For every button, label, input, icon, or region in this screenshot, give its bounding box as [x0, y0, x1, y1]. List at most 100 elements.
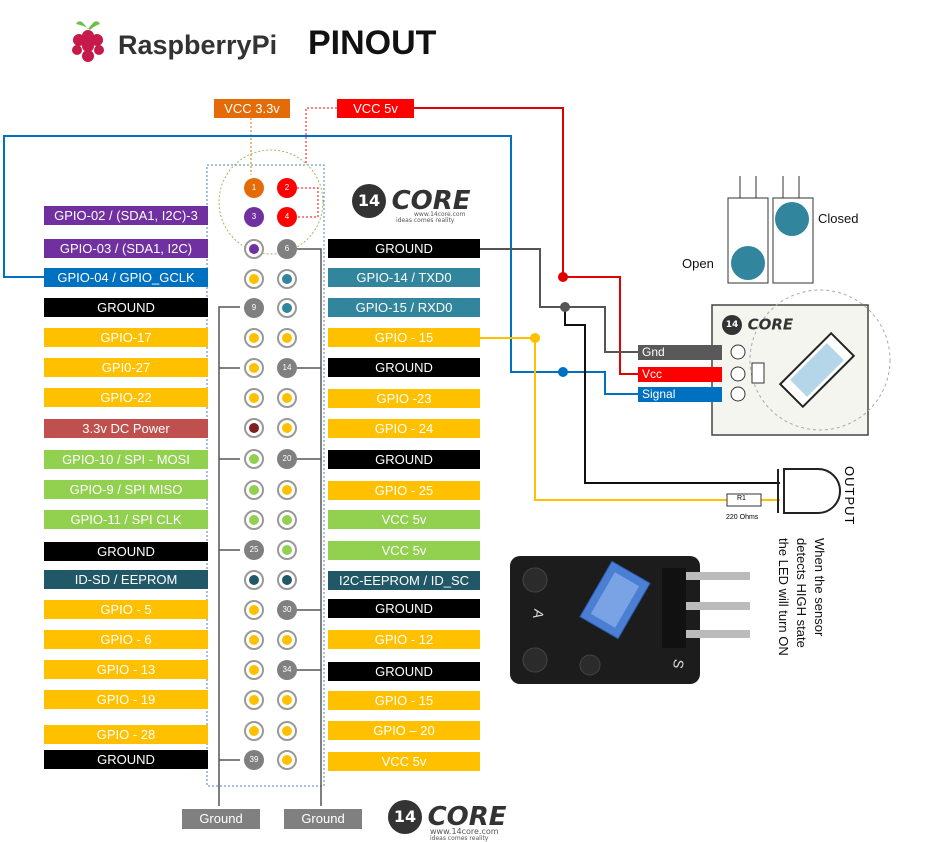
pin-dot: [249, 393, 259, 403]
left-header-pin: [244, 570, 264, 590]
pin-9: 9: [244, 298, 264, 318]
note-line-2: detects HIGH state: [794, 538, 809, 648]
pin-dot: [282, 575, 292, 585]
left-header-pin: [244, 721, 264, 741]
left-pin-label: GPIO - 28: [44, 725, 208, 744]
right-header-pin: [277, 721, 297, 741]
pin-dot: [249, 635, 259, 645]
pin-dot: [282, 545, 292, 555]
logo-core: CORE: [427, 802, 507, 832]
left-pin-label: GPIO-22: [44, 388, 208, 407]
pin-39: 39: [244, 750, 264, 770]
ground-tag-right: Ground: [284, 809, 362, 829]
pin-dot: [282, 695, 292, 705]
pin-dot: [249, 695, 259, 705]
pin-dot: [249, 454, 259, 464]
right-pin-label: VCC 5v: [328, 541, 480, 560]
left-pin-label: GROUND: [44, 298, 208, 317]
led-note: When the sensor detects HIGH state the L…: [774, 538, 828, 698]
left-pin-label: GROUND: [44, 750, 208, 769]
right-header-pin: [277, 388, 297, 408]
pin-dot: [282, 274, 292, 284]
pin-number: 25: [249, 545, 259, 554]
pin-dot: [249, 605, 259, 615]
14core-logo-board: 14 CORE: [722, 314, 812, 336]
left-header-pin: [244, 660, 264, 680]
pin-dot: [249, 515, 259, 525]
sensor-vcc-tag: Vcc: [638, 367, 722, 382]
right-header-pin: [277, 480, 297, 500]
right-pin-label: GROUND: [328, 662, 480, 681]
pin-dot: [282, 726, 292, 736]
resistor-value: 220 Ohms: [726, 514, 759, 521]
pin-dot: [282, 393, 292, 403]
pin-34: 34: [277, 660, 297, 680]
led-output-label: OUTPUT: [842, 466, 857, 526]
14core-logo-bottom: 14 CORE www.14core.com ideas comes reali…: [388, 800, 538, 842]
right-pin-label: GPIO - 24: [328, 419, 480, 438]
logo-url: www.14core.com: [430, 827, 499, 836]
pin-dot: [282, 755, 292, 765]
note-line-3: the LED will turn ON: [776, 538, 791, 656]
right-pin-label: I2C-EEPROM / ID_SC: [328, 571, 480, 590]
right-pin-label: GPIO - 25: [328, 481, 480, 500]
right-header-pin: [277, 328, 297, 348]
pin-number: 4: [284, 212, 290, 221]
pin-2: 2: [277, 178, 297, 198]
right-pin-label: GPIO -23: [328, 389, 480, 408]
left-pin-label: GPIO-04 / GPIO_GCLK: [44, 268, 208, 287]
right-pin-label: GPIO - 12: [328, 630, 480, 649]
right-header-pin: [277, 418, 297, 438]
left-header-pin: [244, 510, 264, 530]
left-pin-label: GPIO - 5: [44, 600, 208, 619]
right-pin-label: GPIO - 15: [328, 328, 480, 347]
pin-4: 4: [277, 207, 297, 227]
left-pin-label: ID-SD / EEPROM: [44, 570, 208, 589]
left-header-pin: [244, 600, 264, 620]
right-header-pin: [277, 630, 297, 650]
vcc-3v3-tag: VCC 3.3v: [214, 99, 290, 118]
pin-dot: [249, 333, 259, 343]
left-pin-label: GPIO-9 / SPI MISO: [44, 480, 208, 499]
sensor-gnd-tag: Gnd: [638, 345, 722, 360]
brand-name: RaspberryPi: [118, 30, 278, 60]
left-header-pin: [244, 269, 264, 289]
pin-number: 6: [284, 244, 290, 253]
vcc-5v-tag: VCC 5v: [337, 99, 414, 118]
pin-number: 34: [282, 665, 292, 674]
pin-dot: [282, 423, 292, 433]
left-pin-label: GPIO - 13: [44, 660, 208, 679]
left-header-pin: [244, 239, 264, 259]
pin-dot: [249, 423, 259, 433]
logo-core: CORE: [747, 315, 794, 334]
right-pin-label: VCC 5v: [328, 752, 480, 771]
pin-number: 39: [249, 755, 259, 764]
pin-dot: [282, 485, 292, 495]
logo-number: 14: [352, 184, 386, 218]
left-header-pin: [244, 358, 264, 378]
ground-tag-left: Ground: [182, 809, 260, 829]
logo-number: 14: [388, 800, 422, 834]
pin-dot: [282, 635, 292, 645]
left-header-pin: [244, 388, 264, 408]
right-header-pin: [277, 540, 297, 560]
pin-number: 14: [282, 363, 292, 372]
right-header-pin: [277, 750, 297, 770]
pin-number: 2: [284, 183, 290, 192]
pin-dot: [249, 244, 259, 254]
right-header-pin: [277, 298, 297, 318]
pin-25: 25: [244, 540, 264, 560]
raspberry-pi-logo-icon: [68, 16, 108, 64]
right-pin-label: GROUND: [328, 239, 480, 258]
pin-dot: [282, 333, 292, 343]
page-title: PINOUT: [308, 24, 437, 62]
pin-dot: [249, 274, 259, 284]
right-header-pin: [277, 570, 297, 590]
pin-30: 30: [277, 600, 297, 620]
pin-dot: [249, 575, 259, 585]
pin-20: 20: [277, 449, 297, 469]
left-pin-label: GPIO - 6: [44, 630, 208, 649]
pin-number: 30: [282, 605, 292, 614]
pin-number: 20: [282, 454, 292, 463]
